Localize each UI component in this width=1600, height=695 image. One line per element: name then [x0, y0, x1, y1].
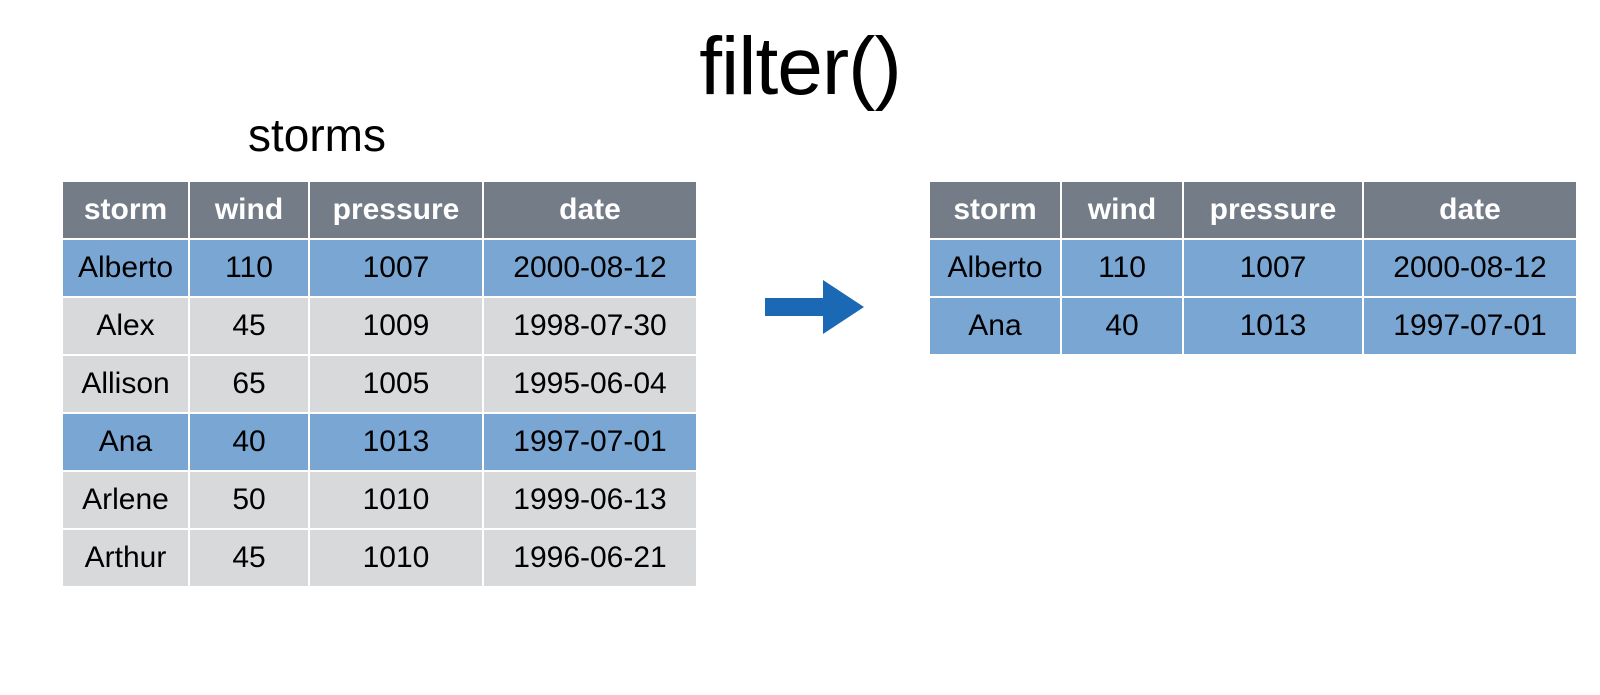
column-header-wind: wind: [188, 180, 310, 240]
table-cell: 45: [188, 296, 310, 356]
table-cell: 1010: [308, 470, 484, 530]
table-cell: Alberto: [928, 238, 1062, 298]
table-cell: Alberto: [61, 238, 190, 298]
table-cell: 1013: [1182, 296, 1364, 356]
column-header-date: date: [482, 180, 698, 240]
table-cell: 2000-08-12: [482, 238, 698, 298]
column-header-wind: wind: [1060, 180, 1184, 240]
table-cell: Arlene: [61, 470, 190, 530]
column-header-storm: storm: [61, 180, 190, 240]
column-header-storm: storm: [928, 180, 1062, 240]
column-header-pressure: pressure: [308, 180, 484, 240]
table-cell: 110: [188, 238, 310, 298]
table-cell: 50: [188, 470, 310, 530]
column-header-date: date: [1362, 180, 1578, 240]
table-cell: 1010: [308, 528, 484, 588]
table-cell: 1007: [308, 238, 484, 298]
table-cell: 1995-06-04: [482, 354, 698, 414]
table-cell: 1013: [308, 412, 484, 472]
table-cell: 1009: [308, 296, 484, 356]
page-title: filter(): [699, 21, 902, 112]
table-cell: Ana: [61, 412, 190, 472]
table-cell: 1996-06-21: [482, 528, 698, 588]
table-cell: 65: [188, 354, 310, 414]
right-arrow-icon: [765, 280, 864, 334]
table-cell: 1997-07-01: [482, 412, 698, 472]
table-cell: Allison: [61, 354, 190, 414]
table-cell: 1997-07-01: [1362, 296, 1578, 356]
table-cell: 110: [1060, 238, 1184, 298]
table-cell: 1999-06-13: [482, 470, 698, 530]
table-cell: Ana: [928, 296, 1062, 356]
table-cell: 40: [1060, 296, 1184, 356]
left-table-label: storms: [248, 109, 386, 161]
table-cell: 1005: [308, 354, 484, 414]
table-cell: 45: [188, 528, 310, 588]
column-header-pressure: pressure: [1182, 180, 1364, 240]
table-cell: Arthur: [61, 528, 190, 588]
table-cell: 40: [188, 412, 310, 472]
table-cell: 2000-08-12: [1362, 238, 1578, 298]
table-cell: 1007: [1182, 238, 1364, 298]
table-cell: Alex: [61, 296, 190, 356]
table-cell: 1998-07-30: [482, 296, 698, 356]
